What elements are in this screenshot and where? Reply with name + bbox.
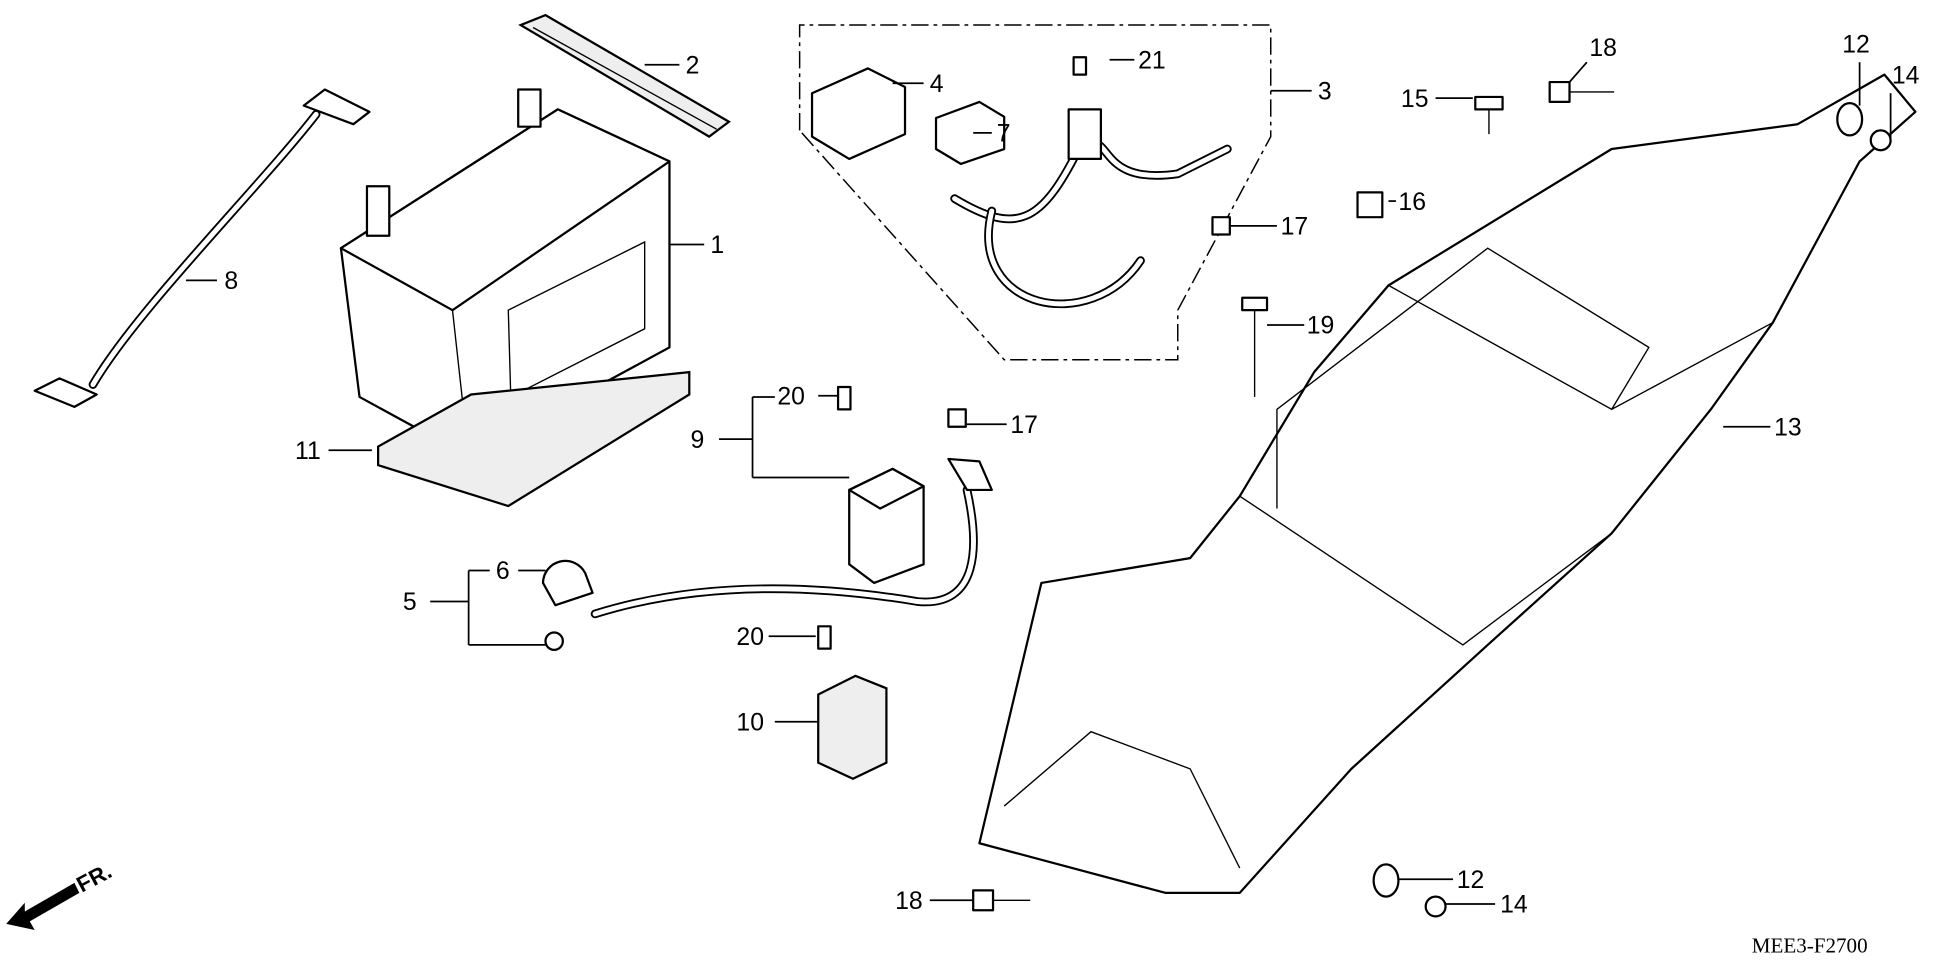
front-arrow-icon: FR. — [6, 858, 116, 931]
relay-cover — [817, 674, 888, 781]
diagram-code: MEE3-F2700 — [1752, 933, 1868, 957]
callout-8: 8 — [224, 268, 238, 295]
callout-3: 3 — [1318, 78, 1332, 105]
callout-11: 11 — [295, 438, 321, 465]
svg-text:FR.: FR. — [72, 858, 115, 897]
callout-5: 5 — [403, 589, 417, 616]
callout-12-bottom: 12 — [1457, 867, 1485, 894]
callout-2: 2 — [686, 52, 700, 79]
battery-strap — [518, 13, 731, 138]
callout-18-bottom: 18 — [895, 888, 923, 915]
callout-21: 21 — [1138, 47, 1166, 74]
callout-15: 15 — [1401, 86, 1429, 113]
sub-harness — [810, 56, 1232, 309]
callout-13: 13 — [1774, 414, 1802, 441]
starter-relay — [848, 467, 925, 585]
callout-7: 7 — [997, 121, 1011, 148]
fuse — [836, 385, 852, 411]
battery — [339, 88, 671, 458]
starter-cable — [541, 457, 993, 651]
leader-lines — [185, 58, 1892, 905]
fasteners — [947, 80, 1892, 918]
callout-10: 10 — [736, 709, 764, 736]
callout-4: 4 — [930, 71, 944, 98]
callout-20-bottom: 20 — [736, 624, 764, 651]
callout-19: 19 — [1307, 313, 1335, 340]
callout-14-bottom: 14 — [1500, 892, 1528, 919]
battery-pad — [377, 370, 691, 508]
callout-20-top: 20 — [777, 383, 805, 410]
callout-1: 1 — [710, 232, 724, 259]
callout-16: 16 — [1398, 189, 1426, 216]
callout-14-top: 14 — [1892, 62, 1920, 89]
callout-18-top: 18 — [1589, 35, 1617, 62]
fuse — [817, 625, 832, 650]
callout-12-top: 12 — [1842, 31, 1870, 58]
callout-17-bottom: 17 — [1010, 412, 1038, 439]
callout-6: 6 — [496, 558, 510, 585]
callout-17-top: 17 — [1281, 214, 1309, 241]
battery-cable — [33, 88, 371, 408]
rear-fender — [978, 73, 1917, 894]
callout-9: 9 — [691, 427, 705, 454]
